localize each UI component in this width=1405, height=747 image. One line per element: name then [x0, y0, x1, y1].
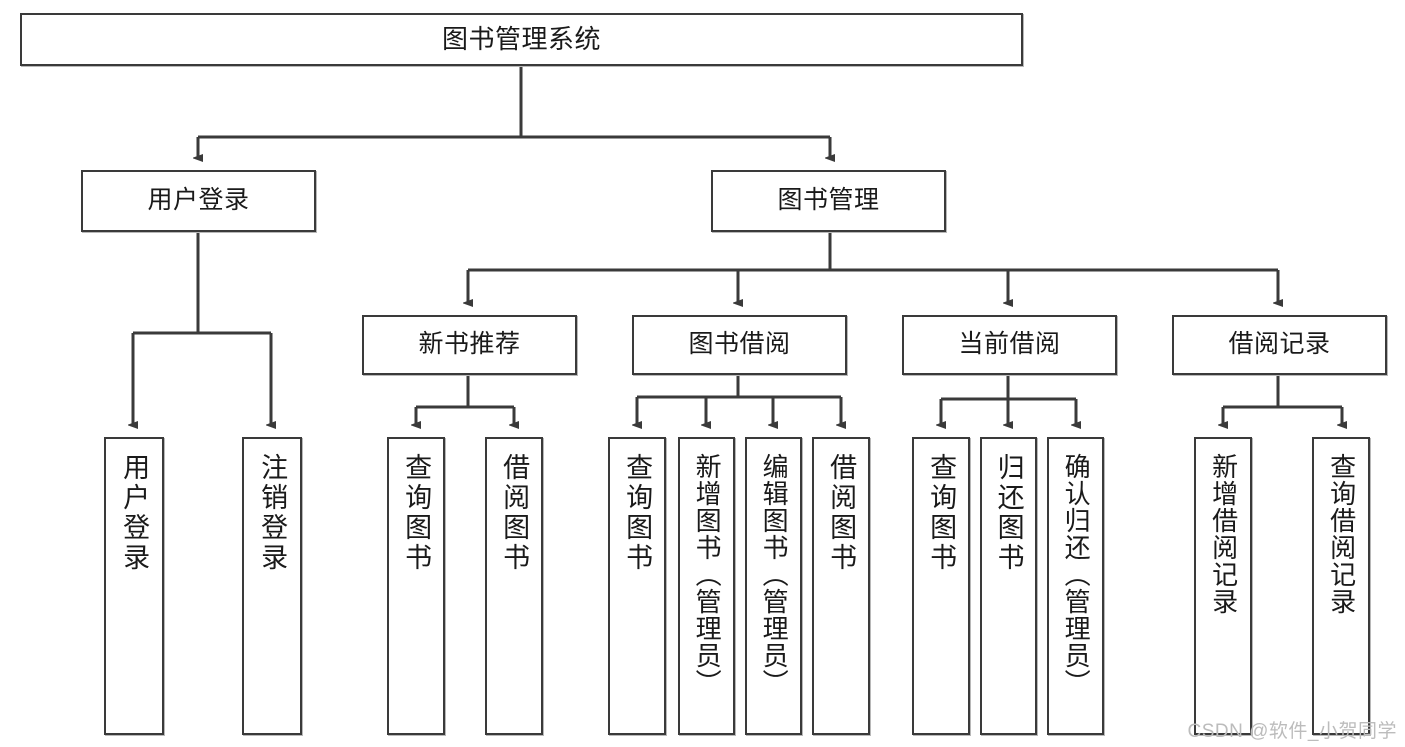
leaf-book-borrow-borrow-label: 借阅图书 [826, 453, 857, 573]
leaf-new-book-query[interactable]: 查询图书 [387, 437, 445, 735]
leaf-current-borrow-return-label: 归还图书 [993, 453, 1024, 573]
leaf-borrow-record-query-label: 查询借阅记录 [1326, 453, 1357, 615]
node-new-book-recommend[interactable]: 新书推荐 [362, 315, 577, 375]
leaf-book-borrow-edit[interactable]: 编辑图书（管理员） [745, 437, 802, 735]
leaf-new-book-borrow[interactable]: 借阅图书 [485, 437, 543, 735]
leaf-user-login-login[interactable]: 用户登录 [104, 437, 164, 735]
node-borrow-record[interactable]: 借阅记录 [1172, 315, 1387, 375]
leaf-new-book-query-label: 查询图书 [401, 453, 432, 573]
leaf-current-borrow-query-label: 查询图书 [926, 453, 957, 573]
csdn-watermark: CSDN @软件_小贺同学 [1187, 721, 1397, 742]
leaf-book-borrow-add[interactable]: 新增图书（管理员） [678, 437, 735, 735]
leaf-book-borrow-add-label: 新增图书（管理员） [692, 453, 723, 696]
node-root-label: 图书管理系统 [441, 24, 601, 55]
node-user-login-label: 用户登录 [147, 186, 250, 215]
leaf-user-login-logout[interactable]: 注销登录 [242, 437, 302, 735]
leaf-current-borrow-confirm-label: 确认归还（管理员） [1061, 453, 1092, 696]
leaf-user-login-logout-label: 注销登录 [257, 453, 288, 573]
leaf-book-borrow-borrow[interactable]: 借阅图书 [812, 437, 870, 735]
node-book-borrow[interactable]: 图书借阅 [632, 315, 847, 375]
node-book-borrow-label: 图书借阅 [688, 330, 791, 359]
leaf-new-book-borrow-label: 借阅图书 [499, 453, 530, 573]
leaf-current-borrow-query[interactable]: 查询图书 [912, 437, 970, 735]
leaf-book-borrow-query-label: 查询图书 [622, 453, 653, 573]
node-root[interactable]: 图书管理系统 [20, 13, 1023, 66]
node-user-login[interactable]: 用户登录 [81, 170, 316, 232]
leaf-book-borrow-query[interactable]: 查询图书 [608, 437, 666, 735]
leaf-borrow-record-add-label: 新增借阅记录 [1208, 453, 1239, 615]
node-book-management[interactable]: 图书管理 [711, 170, 946, 232]
leaf-user-login-login-label: 用户登录 [119, 453, 150, 573]
node-book-management-label: 图书管理 [777, 186, 880, 215]
node-current-borrow-label: 当前借阅 [958, 330, 1061, 359]
leaf-borrow-record-query[interactable]: 查询借阅记录 [1312, 437, 1370, 735]
node-current-borrow[interactable]: 当前借阅 [902, 315, 1117, 375]
leaf-borrow-record-add[interactable]: 新增借阅记录 [1194, 437, 1252, 735]
leaf-book-borrow-edit-label: 编辑图书（管理员） [759, 453, 790, 696]
leaf-current-borrow-return[interactable]: 归还图书 [980, 437, 1037, 735]
leaf-current-borrow-confirm[interactable]: 确认归还（管理员） [1047, 437, 1104, 735]
node-borrow-record-label: 借阅记录 [1228, 330, 1331, 359]
node-new-book-recommend-label: 新书推荐 [418, 330, 521, 359]
